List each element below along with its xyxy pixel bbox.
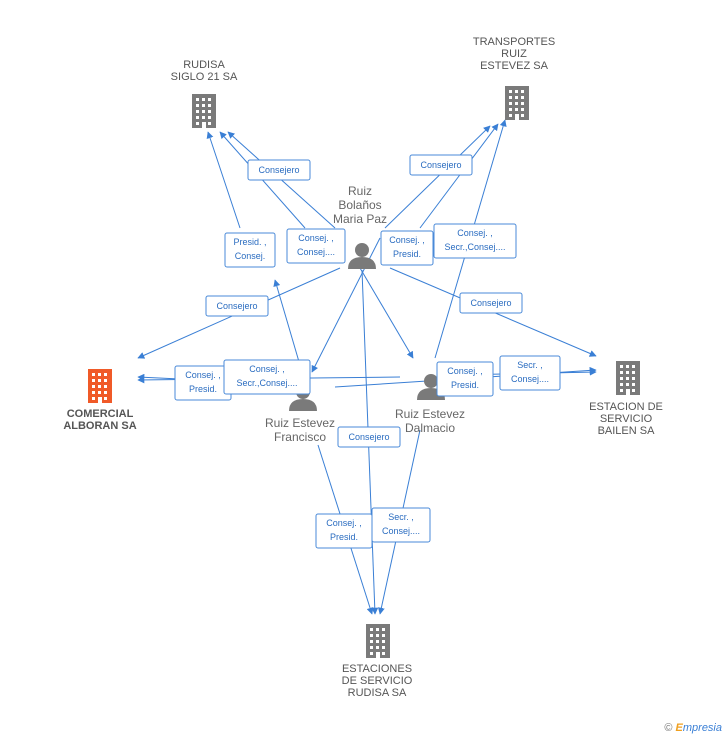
relationship-edge — [359, 267, 414, 359]
estaciones-label[interactable]: ESTACIONES — [342, 663, 412, 675]
role-text: Consejero — [216, 301, 257, 311]
rudisa-label[interactable]: RUDISA — [183, 59, 225, 71]
transportes-label[interactable]: ESTEVEZ SA — [480, 60, 549, 72]
maria-label[interactable]: Maria Paz — [333, 212, 387, 226]
role-text: Consej. , — [249, 364, 285, 374]
brand-initial: E — [675, 722, 683, 734]
estaciones-label[interactable]: DE SERVICIO — [342, 675, 413, 687]
role-text: Consej.... — [297, 247, 335, 257]
comercial-label[interactable]: COMERCIAL — [67, 408, 134, 420]
company-icon[interactable] — [366, 624, 390, 658]
role-badge[interactable]: Consej. , Presid. — [436, 361, 494, 397]
role-text: Consej. , — [457, 228, 493, 238]
transportes-label[interactable]: TRANSPORTES — [473, 36, 555, 48]
role-badge[interactable]: Consej. , Secr.,Consej.... — [223, 359, 311, 395]
maria-label[interactable]: Bolaños — [338, 198, 381, 212]
focus-company-icon[interactable] — [88, 369, 112, 403]
role-badge[interactable]: Consej. , Presid. — [174, 365, 232, 401]
role-badge[interactable]: Secr. , Consej.... — [371, 507, 431, 543]
role-text: Consej. , — [298, 233, 334, 243]
dalmacio-label[interactable]: Ruiz Estevez — [395, 407, 465, 421]
relationship-edge — [384, 125, 491, 229]
role-text: Consej. — [235, 251, 266, 261]
transportes-label[interactable]: RUIZ — [501, 48, 527, 60]
person-icon[interactable] — [417, 374, 445, 400]
role-badge[interactable]: Consejero — [409, 154, 473, 176]
bailen-label[interactable]: ESTACION DE — [589, 401, 663, 413]
role-text: Consej.... — [511, 374, 549, 384]
role-text: Consej. , — [389, 235, 425, 245]
company-icon[interactable] — [616, 361, 640, 395]
role-text: Consej. , — [326, 518, 362, 528]
bailen-label[interactable]: BAILEN SA — [598, 425, 656, 437]
role-badge[interactable]: Consej. , Secr.,Consej.... — [433, 223, 517, 259]
estaciones-label[interactable]: RUDISA SA — [348, 687, 407, 699]
role-text: Consej. , — [185, 370, 221, 380]
copyright-icon: © — [664, 722, 673, 734]
company-icon[interactable] — [505, 86, 529, 120]
company-icon[interactable] — [192, 94, 216, 128]
brand-footer: ©Empresia — [664, 722, 722, 734]
bailen-label[interactable]: SERVICIO — [600, 413, 653, 425]
relationship-edge — [419, 123, 499, 229]
role-badge[interactable]: Secr. , Consej.... — [499, 355, 561, 391]
role-badge[interactable]: Consej. , Presid. — [380, 230, 434, 266]
role-text: Consej.... — [382, 526, 420, 536]
role-text: Secr. , — [517, 360, 543, 370]
role-text: Consejero — [348, 432, 389, 442]
role-badge[interactable]: Consej. , Consej.... — [286, 228, 346, 264]
francisco-label[interactable]: Ruiz Estevez — [265, 416, 335, 430]
role-text: Consej. , — [447, 366, 483, 376]
role-text: Consejero — [420, 160, 461, 170]
role-text: Consejero — [470, 298, 511, 308]
rudisa-label[interactable]: SIGLO 21 SA — [171, 71, 238, 83]
role-text: Secr. , — [388, 512, 414, 522]
role-text: Secr.,Consej.... — [236, 378, 297, 388]
brand-name: mpresia — [682, 722, 722, 734]
role-text: Presid. — [451, 380, 479, 390]
role-text: Consejero — [258, 165, 299, 175]
role-text: Presid. , — [233, 237, 266, 247]
role-badge[interactable]: Consej. , Presid. — [315, 513, 373, 549]
role-badge[interactable]: Presid. , Consej. — [224, 232, 276, 268]
francisco-label[interactable]: Francisco — [274, 430, 326, 444]
role-text: Secr.,Consej.... — [444, 242, 505, 252]
comercial-label[interactable]: ALBORAN SA — [63, 420, 136, 432]
role-text: Presid. — [330, 532, 358, 542]
role-badge[interactable]: Consejero — [337, 426, 401, 448]
dalmacio-label[interactable]: Dalmacio — [405, 421, 455, 435]
relationship-edge — [273, 279, 303, 373]
role-badge[interactable]: Consejero — [205, 295, 269, 317]
maria-label[interactable]: Ruiz — [348, 184, 372, 198]
role-text: Presid. — [189, 384, 217, 394]
role-text: Presid. — [393, 249, 421, 259]
person-icon[interactable] — [348, 243, 376, 269]
role-badge[interactable]: Consejero — [459, 292, 523, 314]
role-badge[interactable]: Consejero — [247, 159, 311, 181]
relationship-edge — [206, 131, 241, 229]
